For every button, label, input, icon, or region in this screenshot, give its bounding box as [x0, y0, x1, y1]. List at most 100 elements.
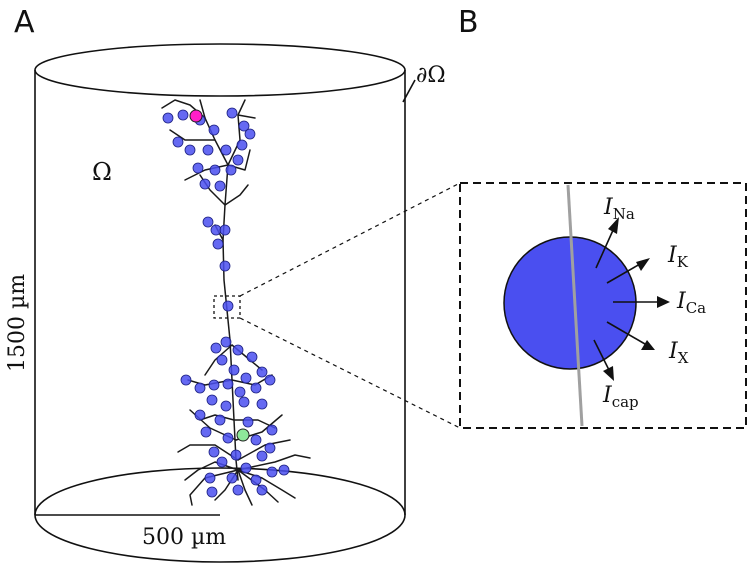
compartment-node — [206, 486, 218, 498]
dendrite-branch — [184, 461, 239, 481]
compartment-node — [242, 416, 254, 428]
compartment-node — [264, 374, 276, 386]
apical-recording-marker — [189, 109, 203, 123]
compartment-node — [216, 456, 228, 468]
compartment-node — [256, 450, 268, 462]
arrow-cap-head — [603, 366, 614, 381]
compartment-node — [250, 382, 262, 394]
compartment-node — [210, 342, 222, 354]
zoom-connector-lower — [239, 317, 461, 429]
compartment-node — [230, 449, 242, 461]
compartment-node — [240, 372, 252, 384]
compartment-node — [220, 400, 232, 412]
arrow-x-head — [641, 340, 655, 350]
dendrite-branch — [187, 379, 233, 386]
compartment-node — [232, 344, 244, 356]
compartment-node — [200, 426, 212, 438]
dendrite-branch — [224, 184, 249, 206]
zoom-selection-box — [213, 295, 241, 319]
compartment-node — [208, 446, 220, 458]
compartment-node — [250, 434, 262, 446]
compartment-node — [266, 424, 278, 436]
dendrite-branch — [189, 469, 239, 506]
compartment-node — [240, 462, 252, 474]
compartment-node — [216, 354, 228, 366]
current-label-ca: ICa — [676, 289, 706, 317]
cylinder-domain — [34, 43, 416, 563]
dendrite-branch — [169, 129, 216, 141]
dendrite-branch — [237, 469, 253, 506]
compartment-node — [219, 224, 231, 236]
compartment-node — [222, 300, 234, 312]
arrow-k-head — [636, 258, 650, 271]
zoom-connector-upper — [239, 182, 461, 297]
panel-b-label: B — [458, 5, 479, 40]
compartment-node — [194, 382, 206, 394]
compartment-node — [219, 260, 231, 272]
compartment-node — [222, 432, 234, 444]
compartment-node — [180, 374, 192, 386]
current-label-cap: Icap — [602, 383, 639, 411]
compartment-node — [172, 136, 184, 148]
arrow-na-head — [608, 217, 619, 234]
inset-compartment-circle — [503, 236, 637, 370]
panel-a-label: A — [14, 5, 35, 40]
compartment-node — [266, 466, 278, 478]
compartment-node — [212, 238, 224, 250]
compartment-node — [204, 472, 216, 484]
compartment-node — [214, 414, 226, 426]
compartment-node — [194, 409, 206, 421]
compartment-node — [244, 128, 256, 140]
dendrite-branch — [177, 444, 239, 461]
soma-recording-marker — [236, 428, 250, 442]
compartment-node — [210, 224, 222, 236]
compartment-node — [220, 144, 232, 156]
dendrite-branch — [237, 114, 256, 119]
compartment-node — [208, 379, 220, 391]
compartment-node — [208, 124, 220, 136]
dendrite-branch — [237, 439, 291, 461]
cylinder-top-ellipse — [34, 43, 406, 97]
dendrite-branch — [184, 164, 229, 181]
compartment-node — [222, 378, 234, 390]
arrow-k — [606, 263, 641, 284]
compartment-node — [238, 396, 250, 408]
neuron-morphology — [161, 99, 311, 506]
boundary-symbol: ∂Ω — [416, 63, 446, 88]
arrow-cap — [593, 339, 610, 371]
compartment-node — [220, 336, 232, 348]
arrow-x — [606, 321, 646, 345]
compartment-node — [236, 139, 248, 151]
compartment-node — [256, 484, 268, 496]
dendrite-branch — [199, 414, 235, 421]
width-label: 500 µm — [142, 525, 226, 550]
compartment-group — [162, 107, 290, 498]
compartment-node — [202, 144, 214, 156]
domain-symbol: Ω — [92, 158, 112, 186]
dendrite-branch — [237, 469, 296, 499]
current-label-na: INa — [603, 195, 635, 223]
arrow-ca-head — [657, 296, 670, 308]
current-label-x: IX — [668, 339, 689, 367]
dendrite-branch — [237, 454, 311, 471]
dendrite-branch — [199, 99, 206, 119]
current-label-k: IK — [667, 243, 689, 271]
boundary-pointer — [402, 79, 416, 103]
compartment-node — [232, 154, 244, 166]
inset-membrane-line — [566, 184, 584, 427]
compartment-node — [234, 386, 246, 398]
arrow-na — [595, 227, 615, 269]
compartment-node — [256, 366, 268, 378]
compartment-node — [192, 162, 204, 174]
compartment-node — [225, 164, 237, 176]
compartment-node — [202, 216, 214, 228]
compartment-node — [214, 180, 226, 192]
compartment-node — [177, 109, 189, 121]
compartment-node — [206, 394, 218, 406]
compartment-node — [226, 472, 238, 484]
compartment-node — [238, 120, 250, 132]
compartment-node — [209, 164, 221, 176]
compartment-node — [250, 474, 262, 486]
compartment-inset: INa IK ICa IX Icap — [459, 182, 747, 429]
